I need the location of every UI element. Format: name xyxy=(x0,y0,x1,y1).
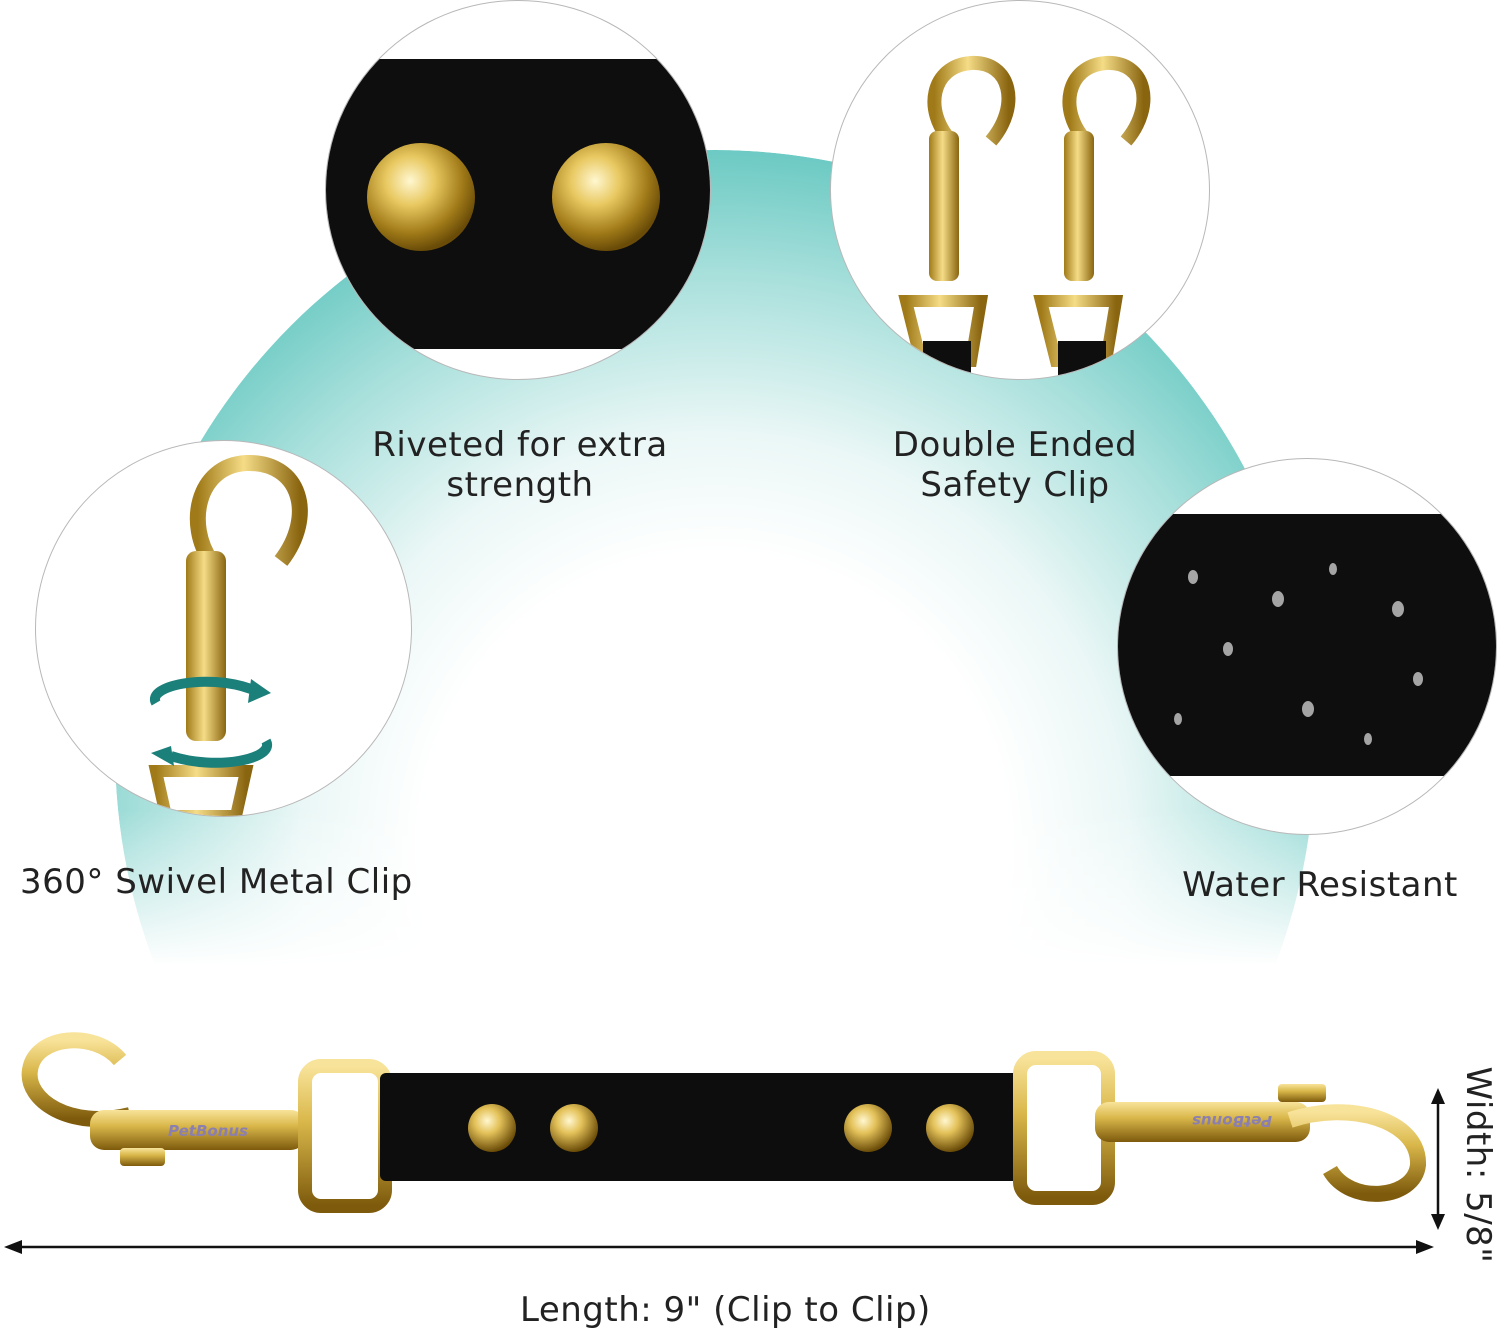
water-caption: Water Resistant xyxy=(1170,865,1470,905)
rivet-right xyxy=(552,143,660,251)
strap-rivet-2 xyxy=(550,1104,598,1152)
double-ended-caption-line2: Safety Clip xyxy=(920,465,1110,505)
water-droplets xyxy=(1174,563,1423,745)
strap-rivet-1 xyxy=(468,1104,516,1152)
rotation-arrows-icon xyxy=(150,676,272,768)
swivel-clip-bubble xyxy=(35,440,412,817)
strap-rivet-3 xyxy=(844,1104,892,1152)
double-clip-image xyxy=(898,56,1151,379)
swivel-clip-image xyxy=(148,454,308,816)
double-ended-caption: Double Ended Safety Clip xyxy=(870,425,1160,505)
riveted-caption: Riveted for extra strength xyxy=(360,425,680,505)
right-clip-brand: PetBonus xyxy=(1192,1112,1272,1130)
swivel-caption: 360° Swivel Metal Clip xyxy=(20,862,440,902)
snap-hook-left xyxy=(898,56,1016,379)
water-resistant-bubble xyxy=(1117,458,1497,835)
length-label: Length: 9" (Clip to Clip) xyxy=(520,1290,931,1330)
left-clip-brand: PetBonus xyxy=(168,1122,248,1140)
left-swivel-loop xyxy=(298,1059,392,1213)
left-snap-hook xyxy=(21,1032,305,1166)
product-leash-coupler: PetBonus PetBonus xyxy=(21,1032,1426,1213)
water-drops-image xyxy=(1118,514,1496,776)
width-label: Width: 5/8" xyxy=(1458,1066,1498,1264)
swivel-caption-label: 360° Swivel Metal Clip xyxy=(20,862,413,902)
strap-rivet-4 xyxy=(926,1104,974,1152)
right-snap-hook xyxy=(1095,1084,1426,1202)
rivet-left xyxy=(367,143,475,251)
double-clip-bubble xyxy=(830,0,1210,380)
black-strap xyxy=(380,1073,1020,1181)
right-swivel-loop xyxy=(1013,1051,1115,1205)
rivet-detail-bubble xyxy=(325,0,711,380)
double-ended-caption-line1: Double Ended xyxy=(892,425,1138,465)
riveted-caption-line1: Riveted for extra xyxy=(372,425,668,465)
rivet-closeup-image xyxy=(326,59,710,349)
water-caption-label: Water Resistant xyxy=(1182,865,1458,905)
snap-hook-right xyxy=(1033,56,1151,379)
riveted-caption-line2: strength xyxy=(446,465,594,505)
